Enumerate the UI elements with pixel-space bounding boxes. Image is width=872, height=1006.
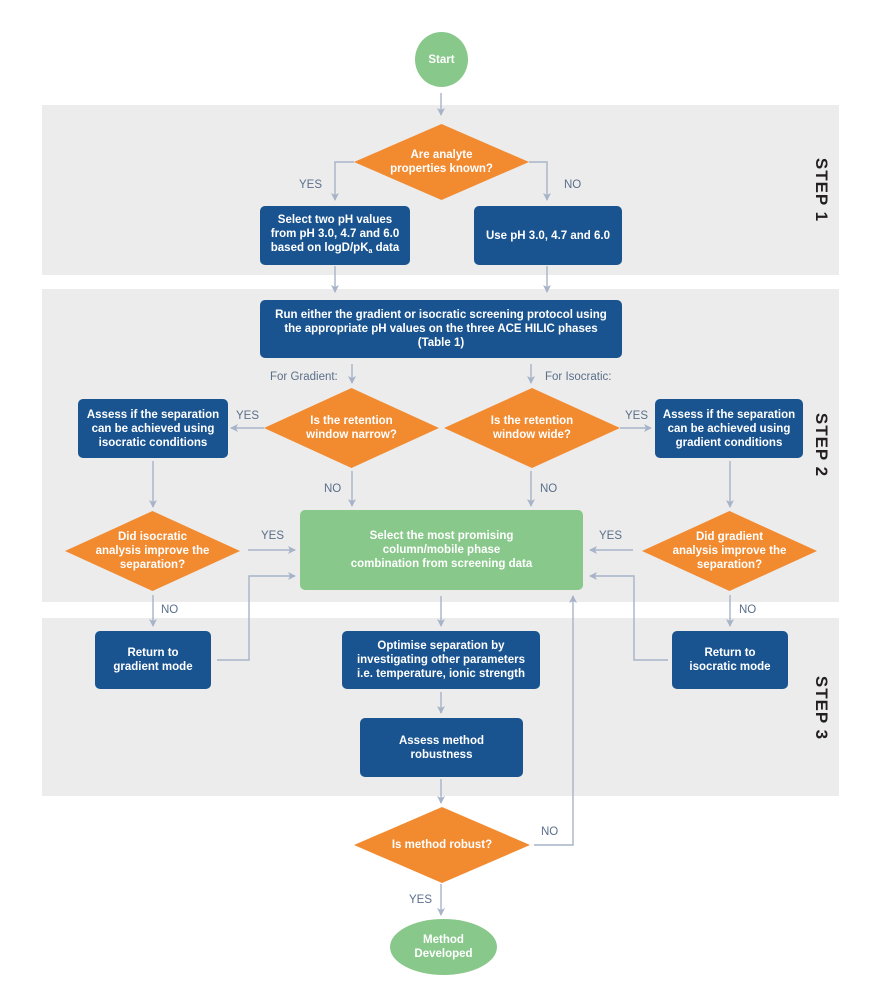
no-label-robust: NO: [541, 826, 559, 838]
for-isocratic-label: For Isocratic:: [545, 371, 612, 383]
edge-q-yes: [331, 161, 354, 201]
return-isocratic-box: Return to isocratic mode: [672, 631, 788, 689]
yes-label-gradient: YES: [599, 530, 623, 542]
method-developed-node: Method Developed: [390, 919, 497, 975]
select-two-ph-box: Select two pH values from pH 3.0, 4.7 an…: [260, 206, 410, 265]
method-robust-decision: Is method robust?: [354, 807, 530, 883]
no-label-wide: NO: [540, 483, 558, 495]
for-gradient-label: For Gradient:: [270, 371, 338, 383]
assess-isocratic-box: Assess if the separation can be achieved…: [78, 399, 228, 458]
return-gradient-box: Return to gradient mode: [95, 631, 211, 689]
use-all-ph-box: Use pH 3.0, 4.7 and 6.0: [474, 206, 622, 265]
yes-label-robust: YES: [409, 894, 433, 906]
yes-label-known: YES: [299, 179, 323, 191]
wide-window-decision: Is the retention window wide?: [444, 388, 620, 468]
no-label-narrow: NO: [324, 483, 342, 495]
no-label-known: NO: [564, 179, 582, 191]
no-label-gradient: NO: [739, 604, 757, 616]
run-protocol-box: Run either the gradient or isocratic scr…: [260, 300, 622, 358]
yes-label-narrow: YES: [236, 410, 260, 422]
edge-return-iso-loop: [589, 572, 668, 661]
select-promising-box: Select the most promising column/mobile …: [300, 510, 583, 590]
optimise-box: Optimise separation by investigating oth…: [342, 631, 540, 689]
isocratic-improve-decision: Did isocratic analysis improve the separ…: [65, 511, 240, 591]
assess-robustness-box: Assess method robustness: [360, 718, 523, 777]
narrow-window-decision: Is the retention window narrow?: [264, 388, 439, 468]
gradient-improve-decision: Did gradient analysis improve the separa…: [642, 511, 817, 591]
assess-gradient-box: Assess if the separation can be achieved…: [655, 399, 803, 458]
yes-label-isocratic: YES: [261, 530, 285, 542]
edge-return-grad-loop: [217, 572, 296, 661]
yes-label-wide: YES: [625, 410, 649, 422]
edge-robust-no-loop: [534, 595, 577, 846]
analyte-known-decision: Are analyte properties known?: [354, 124, 529, 200]
edge-q-no: [529, 161, 551, 201]
no-label-isocratic: NO: [161, 604, 179, 616]
start-node: Start: [415, 32, 468, 87]
